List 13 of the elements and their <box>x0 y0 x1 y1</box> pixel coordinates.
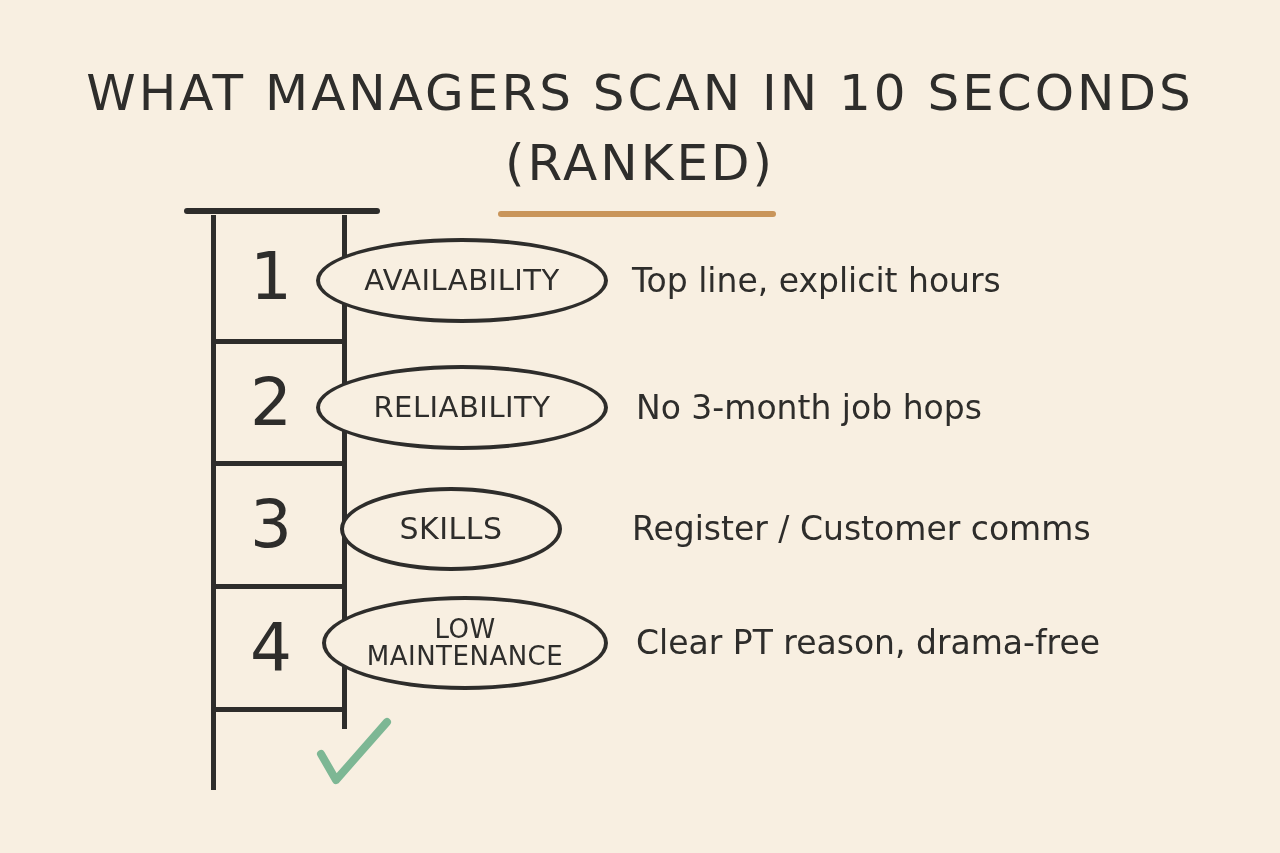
category-label: RELIABILITY <box>373 392 551 423</box>
description-text: No 3-month job hops <box>636 386 982 429</box>
category-label: AVAILABILITY <box>364 265 560 296</box>
category-label: SKILLS <box>399 513 503 545</box>
title: WHAT MANAGERS SCAN IN 10 SECONDS (RANKED) <box>85 63 1195 194</box>
description-text: Top line, explicit hours <box>632 259 1001 302</box>
description-text: Clear PT reason, drama-free <box>636 622 1101 664</box>
rank-number: 1 <box>250 244 292 310</box>
description-text: Register / Customer comms <box>632 508 1091 550</box>
rank-number: 3 <box>250 492 292 558</box>
rank-number: 2 <box>250 369 292 436</box>
category-label: LOW MAINTENANCE <box>365 615 565 671</box>
rank-number: 4 <box>250 615 292 681</box>
